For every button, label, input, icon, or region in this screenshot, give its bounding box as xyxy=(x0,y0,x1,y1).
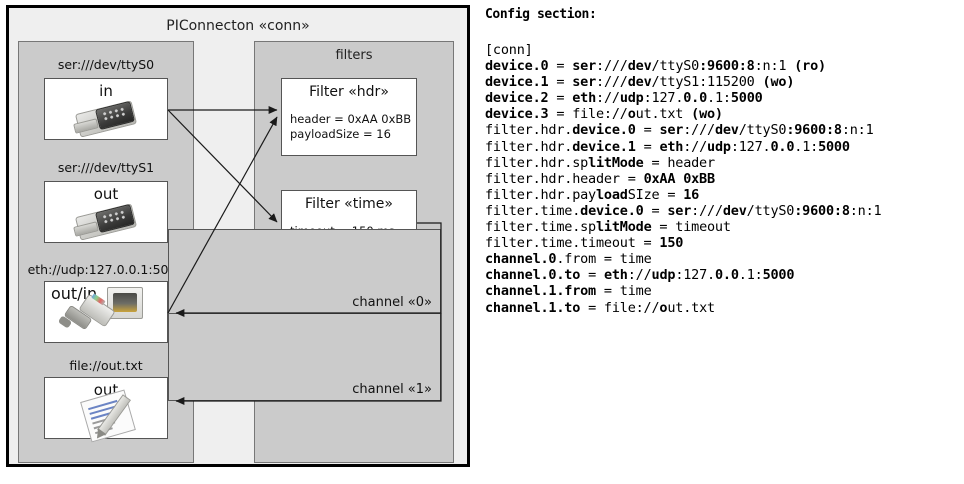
config-line: filter.hdr.payloadSIze = 16 xyxy=(485,186,700,203)
config-line: filter.hdr.device.0 = ser:///dev/ttyS0:9… xyxy=(485,122,874,139)
diagram-title: PIConnecton «conn» xyxy=(166,18,310,34)
device-label-eth: eth://udp:127.0.0.1:5000 xyxy=(27,262,185,277)
device-box-file[interactable]: out xyxy=(44,377,168,443)
text-file-icon xyxy=(80,389,155,443)
config-line: filter.time.splitMode = timeout xyxy=(485,219,731,236)
config-line: filter.time.timeout = 150 xyxy=(485,235,684,252)
filter-title-time: Filter «time» xyxy=(305,196,393,212)
config-line: filter.hdr.splitMode = header xyxy=(485,154,715,171)
channel-label-1: channel «1» xyxy=(352,382,432,397)
device-label-ttyS0: ser:///dev/ttyS0 xyxy=(57,57,155,72)
config-heading: Config section: xyxy=(485,7,597,22)
device-label-ttyS1: ser:///dev/ttyS1 xyxy=(57,160,155,175)
serial-connector-icon xyxy=(71,99,143,138)
filter-box-hdr[interactable]: Filter «hdr» header = 0xAA 0xBB payloadS… xyxy=(281,78,417,156)
channel-label-0: channel «0» xyxy=(352,295,432,310)
config-line: device.1 = ser:///dev/ttyS1:115200 (wo) xyxy=(485,74,795,91)
config-section: Config section: [conn]device.0 = ser:///… xyxy=(482,0,964,484)
config-line: channel.0.from = time xyxy=(485,251,652,268)
channel-box-1[interactable]: channel «1» xyxy=(168,313,441,401)
config-line: device.0 = ser:///dev/ttyS0:9600:8:n:1 (… xyxy=(485,58,826,75)
connection-diagram: PIConnecton «conn» ser:///dev/ttyS0 in s… xyxy=(0,0,478,484)
serial-connector-icon xyxy=(71,202,143,241)
filters-panel-title: filters xyxy=(335,48,373,63)
filter-attr-header: header = 0xAA 0xBB xyxy=(290,112,412,126)
config-text-block: [conn]device.0 = ser:///dev/ttyS0:9600:8… xyxy=(485,42,882,316)
config-line: filter.time.device.0 = ser:///dev/ttyS0:… xyxy=(485,202,882,219)
ethernet-jack-icon xyxy=(57,287,159,333)
config-line: [conn] xyxy=(485,42,533,58)
device-direction-in: in xyxy=(99,82,113,100)
device-direction-out: out xyxy=(93,185,119,203)
config-line: device.2 = eth://udp:127.0.0.1:5000 xyxy=(485,90,763,107)
config-line: filter.hdr.header = 0xAA 0xBB xyxy=(485,170,715,187)
filter-attr-payloadsize: payloadSize = 16 xyxy=(290,127,391,141)
config-line: device.3 = file://out.txt (wo) xyxy=(485,106,723,123)
filter-title-hdr: Filter «hdr» xyxy=(309,84,389,100)
device-box-ttyS1[interactable]: out xyxy=(44,181,168,243)
device-box-ttyS0[interactable]: in xyxy=(44,78,168,140)
config-line: channel.1.to = file://out.txt xyxy=(485,299,715,316)
config-line: channel.0.to = eth://udp:127.0.0.1:5000 xyxy=(485,267,795,284)
device-box-eth[interactable]: out/in xyxy=(44,281,168,343)
channel-box-0[interactable]: channel «0» xyxy=(168,229,441,314)
config-line: channel.1.from = time xyxy=(485,283,652,300)
config-line: filter.hdr.device.1 = eth://udp:127.0.0.… xyxy=(485,138,850,155)
device-label-file: file://out.txt xyxy=(69,358,143,373)
